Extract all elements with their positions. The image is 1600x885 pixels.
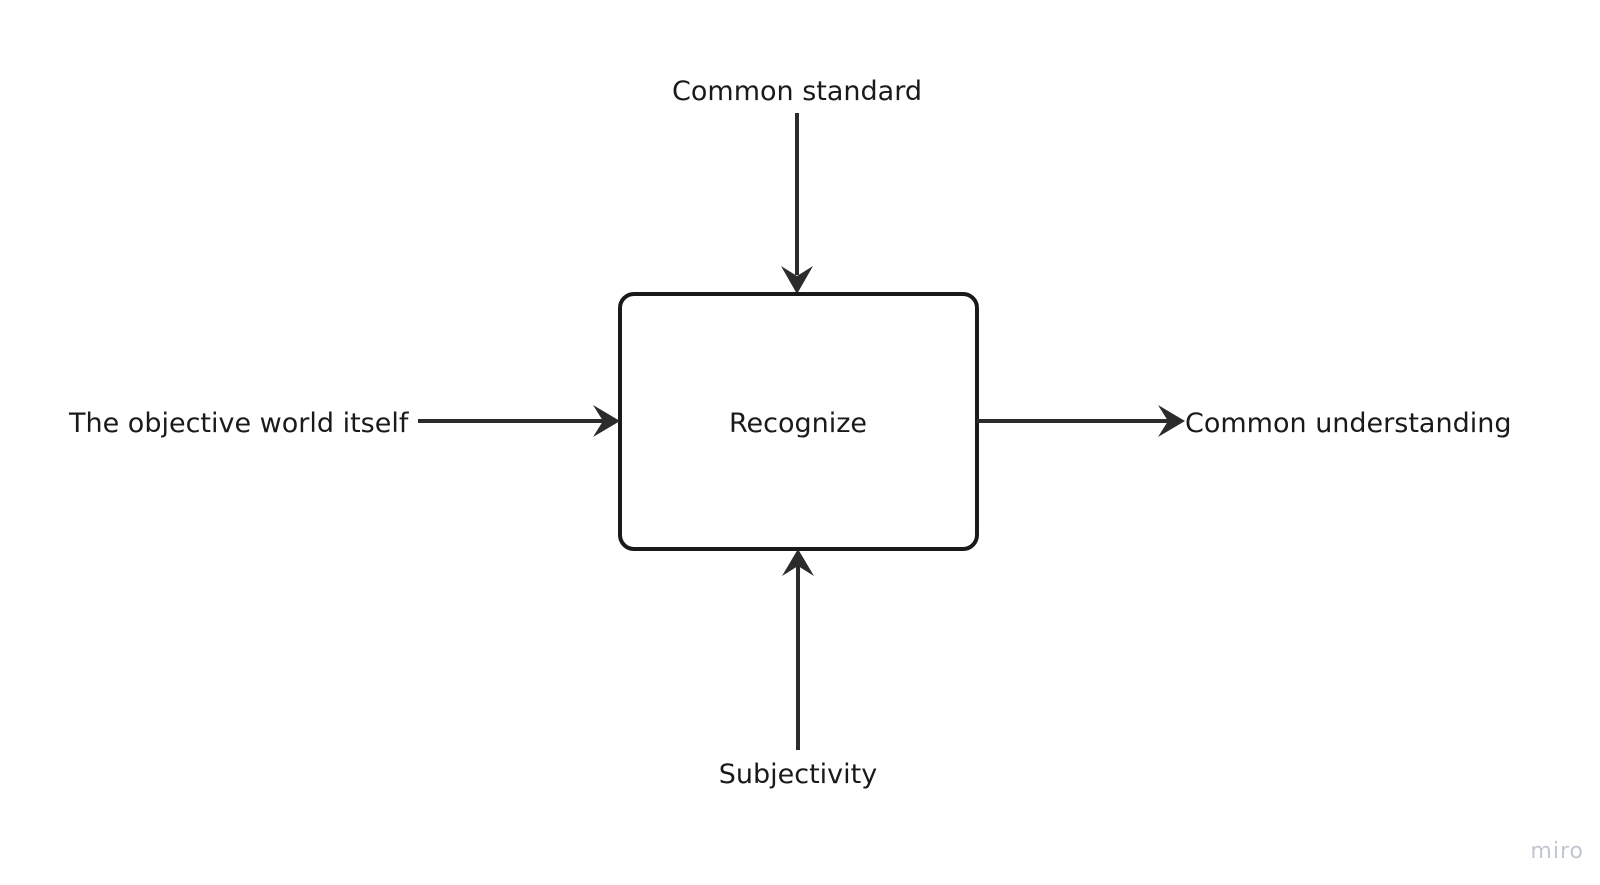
right-output-arrowhead [1158,405,1185,437]
left-input-label: The objective world itself [68,408,410,439]
right-output-label: Common understanding [1185,408,1511,439]
top-input-label: Common standard [672,76,922,107]
process-label: Recognize [729,408,867,439]
miro-watermark: miro [1530,839,1584,864]
bottom-input-label: Subjectivity [719,759,878,790]
bottom-input-arrowhead [782,549,814,576]
top-input-arrowhead [781,266,813,294]
left-input-arrowhead [593,405,620,437]
